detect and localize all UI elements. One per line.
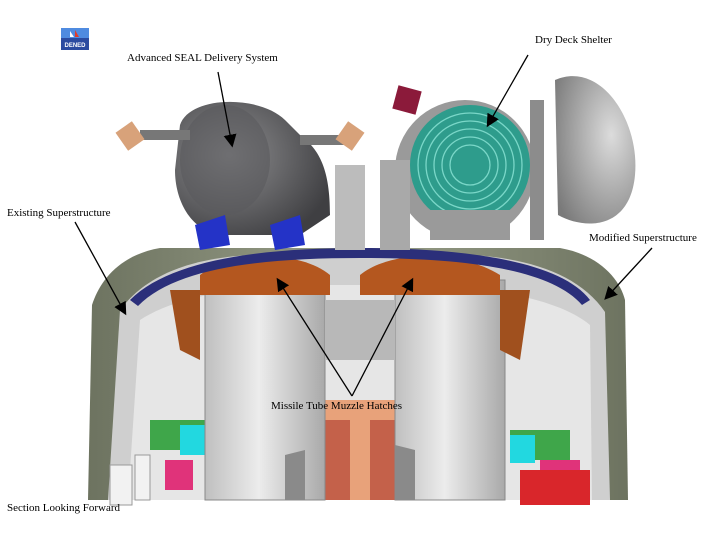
logo-image: DENED — [61, 28, 89, 50]
missile-tubes — [204, 279, 506, 501]
label-asds: Advanced SEAL Delivery System — [127, 52, 278, 64]
label-missile-tube-hatches: Missile Tube Muzzle Hatches — [271, 400, 403, 412]
arrow-dry-deck-shelter — [486, 54, 529, 128]
arrow-hatch-left — [276, 277, 353, 397]
label-section-looking-forward: Section Looking Forward — [7, 502, 121, 514]
label-existing-superstructure: Existing Superstructure — [7, 207, 111, 219]
svg-text:DENED: DENED — [64, 43, 86, 49]
arrow-existing-superstructure — [74, 221, 127, 316]
arrow-hatch-right — [351, 277, 414, 397]
organization-logo: DENED — [60, 27, 90, 51]
asds-vehicle — [115, 101, 365, 250]
leader-arrows — [74, 54, 653, 397]
dry-deck-shelter — [380, 76, 636, 250]
arrow-modified-superstructure — [604, 247, 653, 300]
label-modified-superstructure: Modified Superstructure — [589, 232, 697, 244]
label-dry-deck-shelter: Dry Deck Shelter — [535, 34, 612, 46]
arrow-asds — [217, 71, 237, 148]
deck-ring — [130, 248, 590, 306]
